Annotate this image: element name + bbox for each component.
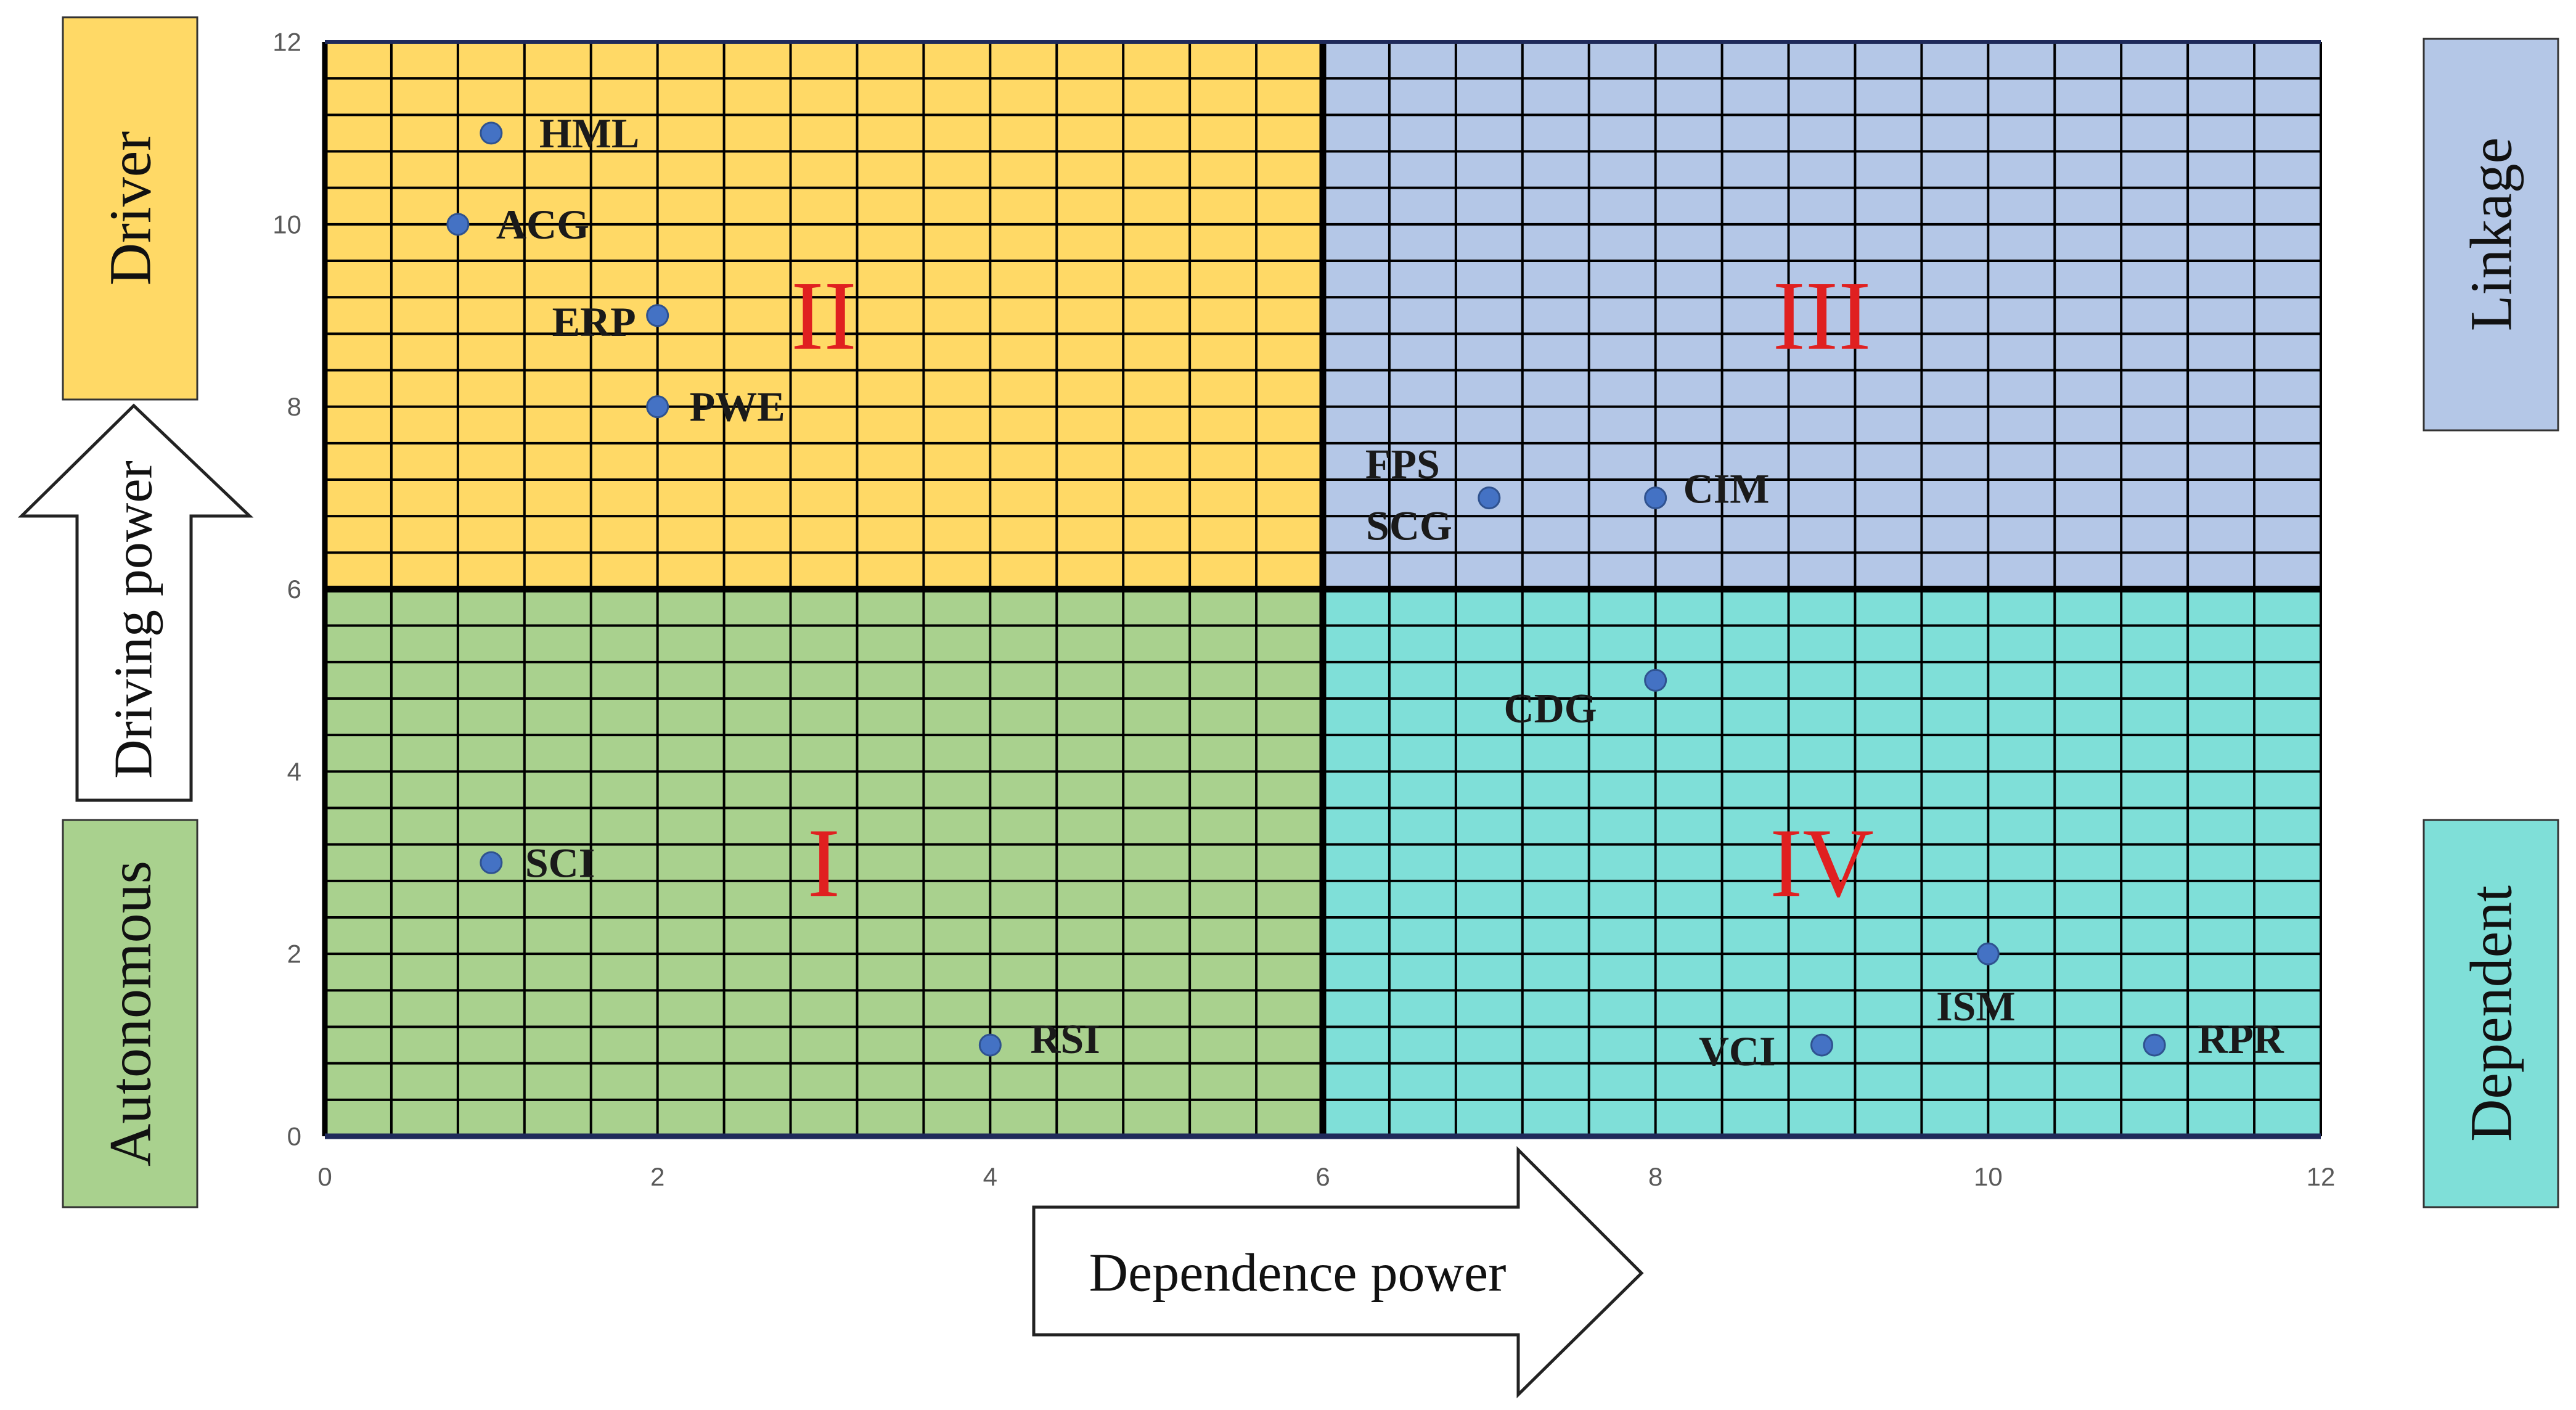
y-tick-label: 0 (287, 1122, 301, 1151)
x-tick-label: 2 (650, 1162, 664, 1191)
dependence-power-arrow: Dependence power (1032, 1146, 1644, 1398)
side-box-autonomous: Autonomous (62, 819, 198, 1208)
quadrant-backgrounds (325, 42, 2321, 1136)
point-label-cdg: CDG (1504, 684, 1597, 731)
quadrant-dividers (322, 40, 2321, 1139)
x-tick-label: 8 (1648, 1162, 1662, 1191)
side-label-autonomous: Autonomous (97, 861, 163, 1166)
data-point (646, 304, 669, 327)
point-label-ism: ISM (1936, 983, 2015, 1030)
quadrant-numeral-II: II (791, 261, 857, 371)
x-tick-label: 12 (2307, 1162, 2336, 1191)
side-box-driver: Driver (62, 16, 198, 401)
side-label-driver: Driver (97, 131, 163, 286)
point-label-hml: HML (539, 110, 639, 157)
quadrant-numeral-IV: IV (1770, 808, 1874, 917)
data-point (446, 213, 470, 236)
point-label-sci: SCI (525, 839, 595, 886)
point-label-scg: SCG (1366, 502, 1452, 549)
driving-power-arrow: Driving power (17, 403, 254, 802)
data-point (480, 851, 503, 874)
point-label-acg: ACG (496, 201, 589, 248)
point-label-cim: CIM (1683, 465, 1770, 512)
side-label-dependent: Dependent (2458, 885, 2524, 1142)
data-point (1810, 1033, 1833, 1057)
point-label-rpr: RPR (2198, 1015, 2284, 1062)
data-points (446, 121, 2166, 1057)
data-point (1644, 486, 1667, 510)
point-label-vci: VCI (1699, 1028, 1776, 1075)
x-tick-label: 0 (317, 1162, 332, 1191)
data-point (646, 395, 669, 419)
x-tick-label: 10 (1974, 1162, 2003, 1191)
point-labels: HML ACG ERP PWE FPS SCG CIM CDG SCI RSI ISM VCI RPR (496, 110, 2284, 1075)
x-tick-label: 6 (1315, 1162, 1330, 1191)
point-label-erp: ERP (552, 298, 636, 345)
y-tick-label: 2 (287, 940, 301, 969)
x-tick-label: 4 (983, 1162, 997, 1191)
y-tick-label: 4 (287, 757, 301, 786)
y-tick-label: 6 (287, 575, 301, 604)
y-axis-label: Driving power (104, 461, 164, 779)
data-point (480, 121, 503, 145)
y-tick-label: 10 (272, 210, 301, 239)
data-point (1976, 942, 2000, 965)
quadrant-numeral-I: I (808, 808, 840, 917)
point-label-fps: FPS (1365, 441, 1440, 488)
data-point (2143, 1033, 2166, 1057)
axis-tick-labels: 0 2 4 6 8 10 12 0 2 4 6 8 10 12 (272, 28, 2335, 1192)
y-tick-label: 12 (272, 28, 301, 57)
y-tick-label: 8 (287, 392, 301, 421)
data-point (978, 1033, 1002, 1057)
side-label-linkage: Linkage (2458, 137, 2524, 332)
quadrant-numeral-III: III (1773, 261, 1871, 371)
side-box-linkage: Linkage (2423, 38, 2559, 432)
point-label-rsi: RSI (1030, 1015, 1100, 1062)
data-point (1644, 668, 1667, 692)
side-box-dependent: Dependent (2423, 819, 2559, 1208)
point-label-pwe: PWE (690, 383, 785, 430)
x-axis-label: Dependence power (1089, 1244, 1507, 1303)
data-point (1478, 486, 1501, 510)
